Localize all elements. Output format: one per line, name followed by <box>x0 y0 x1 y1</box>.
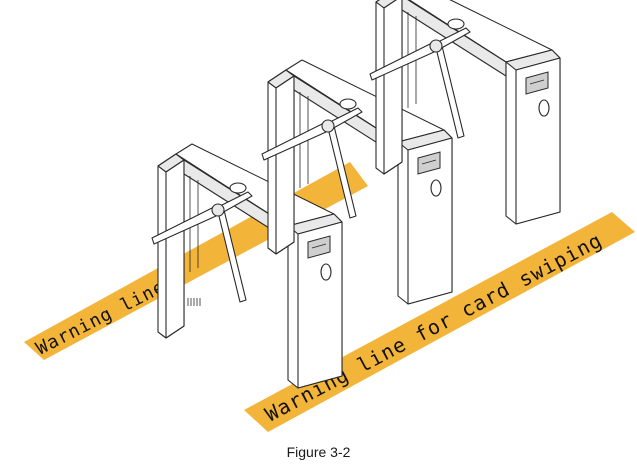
rear-cabinet-front <box>383 0 403 175</box>
front-cabinet-face <box>407 137 453 305</box>
card-reader-slot <box>529 79 545 85</box>
card-reader-icon <box>417 151 441 175</box>
beam-indicator-light <box>447 18 465 30</box>
card-swiping-line-band <box>244 212 635 432</box>
card-reader-icon <box>307 235 331 259</box>
turnstile-2 <box>261 59 453 305</box>
beam-indicator-light <box>229 182 247 194</box>
front-cabinet-face <box>297 221 343 389</box>
beam-indicator-light <box>339 98 357 110</box>
card-reader-slot <box>421 159 437 165</box>
cabinet-window <box>538 99 550 117</box>
tripod-hub <box>211 203 225 217</box>
turnstiles <box>151 0 561 389</box>
card-reader-icon <box>525 71 549 95</box>
turnstile-3 <box>369 0 561 225</box>
tripod-arm-down <box>435 45 465 139</box>
front-cabinet-face <box>515 57 561 225</box>
warning-line-label: Warning line <box>33 276 169 359</box>
tripod-hub <box>429 39 443 53</box>
figure-caption: Figure 3-2 <box>286 444 351 460</box>
turnstile-1 <box>151 143 343 389</box>
cabinet-window <box>320 263 332 281</box>
card-reader-slot <box>311 243 327 249</box>
cabinet-window <box>430 179 442 197</box>
rear-cabinet-front <box>165 159 185 339</box>
rear-cabinet-front <box>275 75 295 255</box>
tripod-hub <box>321 119 335 133</box>
rear-cabinet-top <box>375 0 397 9</box>
